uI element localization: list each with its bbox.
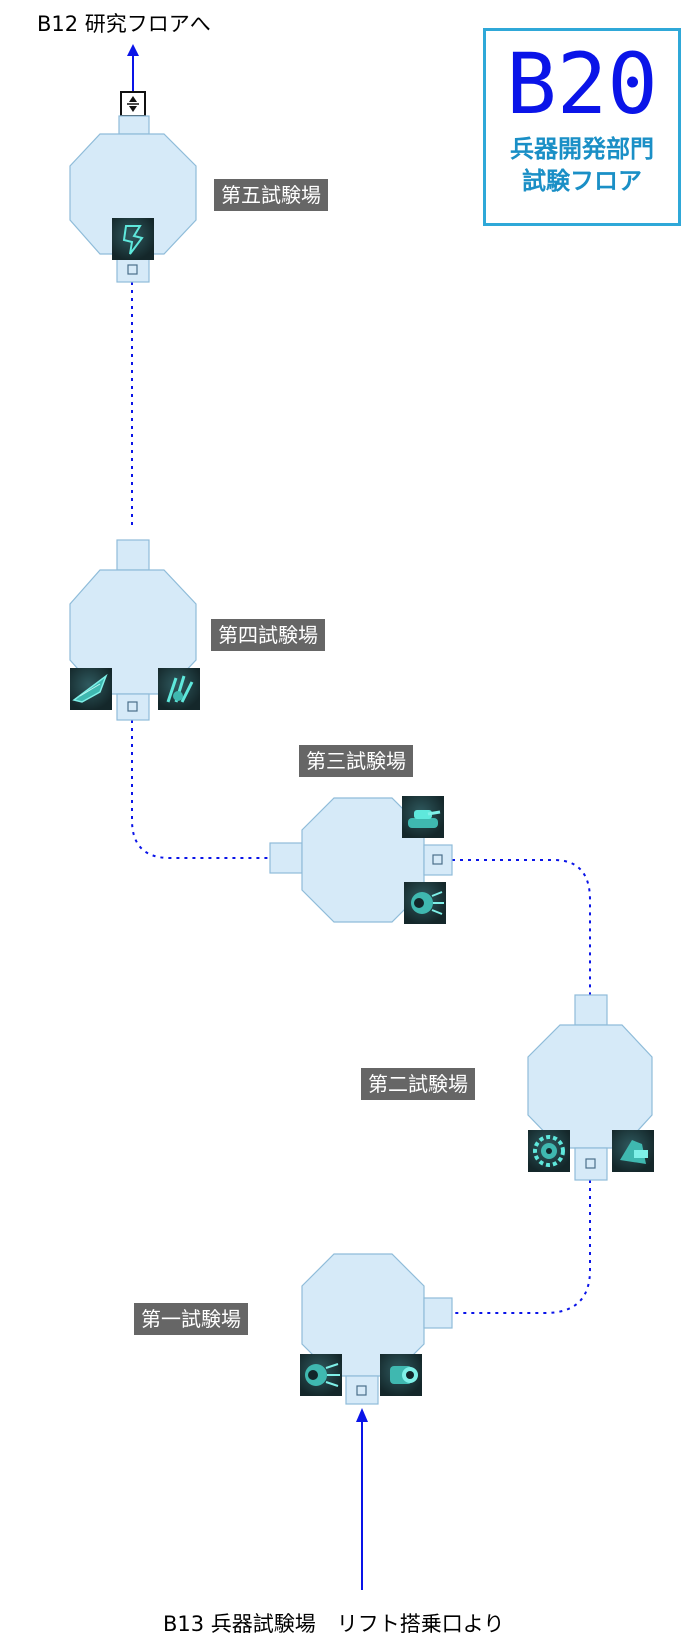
door-east[interactable]	[423, 844, 453, 876]
up-exit-arrow[interactable]	[120, 44, 146, 117]
door-marker	[127, 701, 138, 712]
saw-weapon-icon	[528, 1130, 570, 1172]
door-marker	[432, 854, 443, 865]
door-south[interactable]	[345, 1375, 379, 1405]
dotted-paths	[131, 282, 591, 1314]
cannon-weapon-icon	[380, 1354, 422, 1396]
down-entrance-label[interactable]: B13 兵器試験場 リフト搭乗口より	[163, 1612, 505, 1636]
floor-name-line1: 兵器開発部門	[510, 135, 654, 163]
door-south[interactable]	[116, 693, 150, 721]
sword-weapon-icon	[112, 218, 154, 260]
room-5-body	[69, 133, 197, 255]
door-south[interactable]	[574, 1147, 608, 1181]
floor-badge: B20 兵器開発部門 試験フロア	[483, 28, 681, 226]
door-east[interactable]	[423, 1297, 453, 1329]
door-north[interactable]	[118, 115, 150, 135]
room-label-4: 第四試験場	[211, 619, 325, 651]
room-2[interactable]	[527, 994, 653, 1181]
path-r2-r1	[452, 1180, 591, 1314]
path-r3-r2	[452, 859, 591, 995]
floor-code: B20	[506, 35, 658, 133]
door-marker	[127, 264, 138, 275]
down-entrance-arrow[interactable]	[356, 1408, 368, 1590]
door-west[interactable]	[269, 842, 303, 874]
path-r4-r3	[131, 720, 270, 859]
door-north[interactable]	[116, 539, 150, 571]
claw-weapon-icon	[158, 668, 200, 710]
tank-weapon-icon	[402, 796, 444, 838]
cannon-weapon-icon	[612, 1130, 654, 1172]
room-1[interactable]	[301, 1253, 453, 1405]
up-exit-label[interactable]: B12 研究フロアへ	[37, 12, 211, 36]
room-label-1: 第一試験場	[134, 1303, 248, 1335]
room-label-3: 第三試験場	[299, 745, 413, 777]
blade-weapon-icon	[70, 668, 112, 710]
room-label-2: 第二試験場	[361, 1068, 475, 1100]
eye-orb-weapon-icon	[300, 1354, 342, 1396]
door-north[interactable]	[574, 994, 608, 1026]
door-marker	[356, 1385, 367, 1396]
door-marker	[585, 1158, 596, 1169]
floor-name-line2: 試験フロア	[522, 167, 642, 195]
eye-orb-weapon-icon	[404, 882, 446, 924]
room-5[interactable]	[69, 115, 197, 283]
room-label-5: 第五試験場	[214, 179, 328, 211]
